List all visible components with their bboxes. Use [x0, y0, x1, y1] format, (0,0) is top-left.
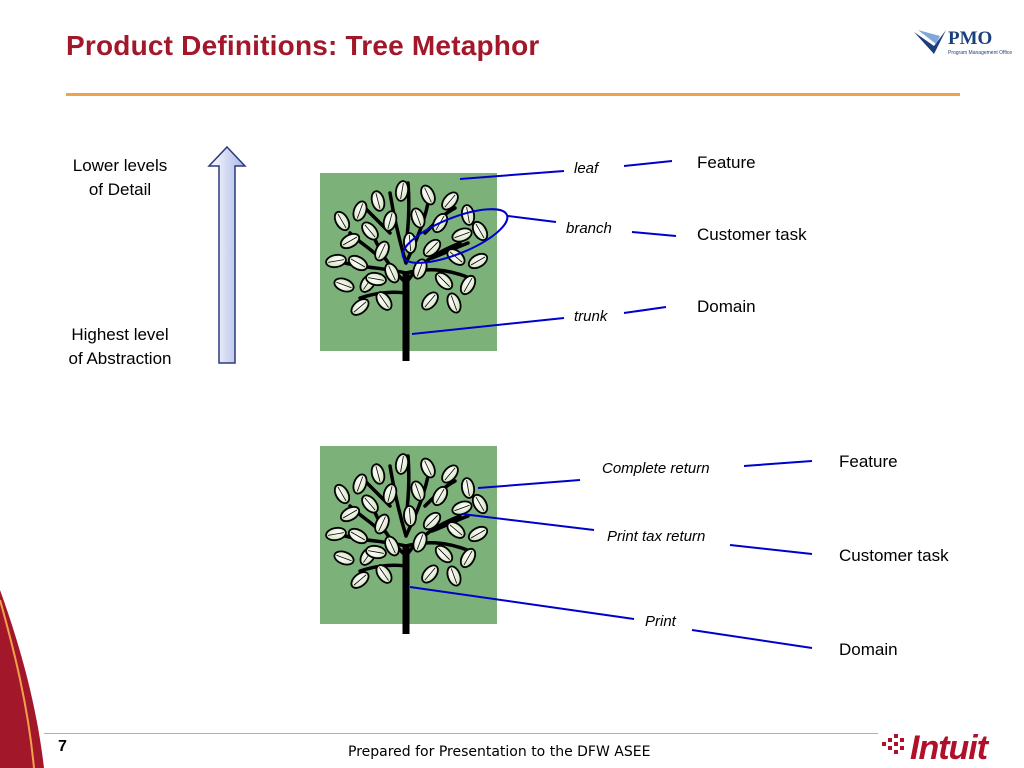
tree-example-illustration — [320, 446, 497, 634]
tree-example-branch-label: Print tax return — [607, 528, 706, 545]
tree-example-leaf-label: Complete return — [602, 460, 710, 477]
tree-generic-connectors — [411, 160, 677, 335]
tree-generic-trunk-label: trunk — [574, 308, 608, 325]
tree-example-domain-label: Domain — [839, 640, 898, 659]
level-top-label: Lower levels of Detail — [58, 154, 182, 202]
level-top-line-2: of Detail — [88, 180, 152, 199]
footer-rule — [44, 733, 878, 734]
tree-generic-leaf-label: leaf — [574, 160, 599, 177]
intuit-logo: Intuit — [880, 728, 1020, 768]
tree-example-connectors — [409, 460, 813, 649]
pmo-logo: PMO Program Management Office — [910, 26, 1013, 66]
page-number: 7 — [58, 738, 67, 755]
tree-example-feature-label: Feature — [839, 452, 898, 471]
pmo-logo-subtitle: Program Management Office — [948, 50, 1013, 56]
tree-generic-domain-label: Domain — [697, 297, 756, 316]
level-top-line-1: Lower levels — [72, 156, 168, 175]
intuit-logo-pixel-icon — [882, 734, 904, 754]
branch-highlight-ellipse — [401, 208, 509, 264]
footer-text: Prepared for Presentation to the DFW ASE… — [348, 744, 651, 760]
slide-title: Product Definitions: Tree Metaphor — [66, 30, 540, 61]
tree-generic-task-label: Customer task — [697, 225, 807, 244]
level-bottom-line-2: of Abstraction — [68, 349, 172, 368]
tree-generic-branch-label: branch — [566, 220, 612, 237]
title-underline — [66, 93, 960, 96]
tree-example-task-label: Customer task — [839, 546, 949, 565]
tree-generic-feature-label: Feature — [697, 153, 756, 172]
tree-generic-illustration — [320, 173, 497, 361]
intuit-logo-text: Intuit — [910, 729, 988, 767]
level-bottom-label: Highest level of Abstraction — [56, 323, 184, 371]
tree-example-trunk-label: Print — [645, 613, 676, 630]
pmo-logo-mark-icon — [914, 30, 946, 54]
level-bottom-line-1: Highest level — [71, 325, 169, 344]
pmo-logo-text: PMO — [948, 28, 993, 49]
